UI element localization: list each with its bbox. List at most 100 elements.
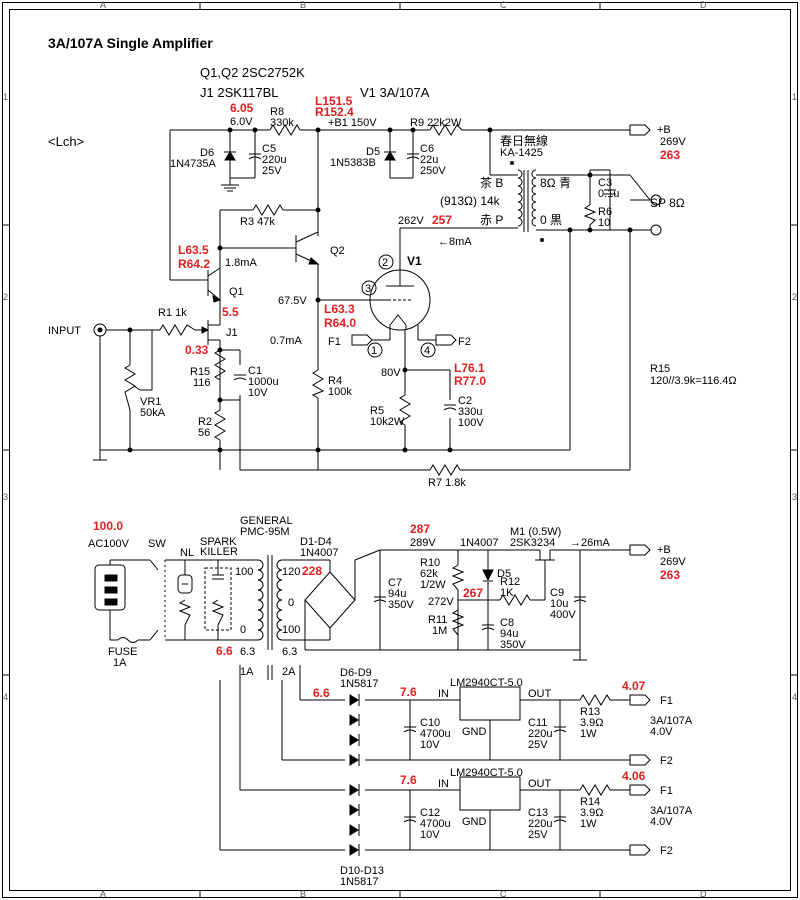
psu-wiring	[94, 549, 630, 851]
label-d10d13: D10-D13	[340, 865, 384, 877]
capacitor-c6	[406, 148, 420, 160]
meas-grid-l: L63.3	[324, 302, 355, 316]
resistor-r15	[214, 349, 226, 381]
label-c1-val2: 10V	[248, 387, 268, 399]
resistor-r14	[579, 784, 611, 796]
label-r2-val: 56	[198, 427, 210, 439]
amp-wiring	[93, 129, 651, 471]
meas-j1s: 0.33	[185, 343, 209, 357]
connector-plus-b-psu[interactable]	[629, 544, 651, 556]
psu-resistors	[451, 564, 611, 796]
label-c10: C10	[420, 717, 440, 729]
label-pin3: 3	[365, 283, 371, 295]
label-c1-val1: 1000u	[248, 376, 279, 388]
connector-f2-tube	[435, 334, 457, 346]
meas-b1-l: L151.5	[315, 94, 353, 108]
label-pt-100: 100	[235, 566, 253, 578]
meas-cath-r: R77.0	[454, 374, 486, 388]
label-c8-val2: 350V	[500, 639, 526, 651]
label-d1d4: D1-D4	[300, 536, 332, 548]
label-pt-name2: PMC-95M	[240, 526, 290, 538]
resistor-r6	[583, 204, 597, 226]
label-heater-2: 3A/107A	[650, 805, 693, 817]
label-v-plate: 262V	[398, 215, 424, 227]
label-c6-val1: 22u	[420, 154, 438, 166]
resistor-r13	[579, 694, 611, 706]
amp-resistors	[124, 124, 597, 476]
label-c10-val2: 10V	[420, 739, 440, 751]
label-pt-0s: 0	[288, 597, 294, 609]
resistor-r5	[399, 394, 411, 426]
label-r11-val: 1M	[432, 625, 447, 637]
label-heater-v-2: 4.0V	[650, 816, 673, 828]
label-v-q2e: 67.5V	[278, 295, 307, 307]
grid-row-3-right: 3	[792, 492, 797, 502]
sp-terminal-minus[interactable]	[650, 224, 662, 236]
label-reg1-out: OUT	[528, 688, 552, 700]
label-vr1: VR1	[140, 396, 161, 408]
label-r13-val1: 3.9Ω	[580, 717, 604, 729]
jfet-header: J1 2SK117BL	[200, 85, 279, 100]
label-r13: R13	[580, 706, 600, 718]
resistor-r3	[252, 204, 284, 216]
meas-plate: 257	[432, 213, 452, 227]
grid-row-1: 1	[3, 92, 8, 102]
label-r15-fb-val: 120//3.9k=116.4Ω	[650, 375, 737, 387]
label-r12: R12	[500, 576, 520, 588]
label-pin4: 4	[424, 345, 430, 357]
label-v-mid: 272V	[428, 596, 454, 608]
connector-plus-b-amp[interactable]	[629, 124, 651, 136]
label-q2: Q2	[330, 245, 345, 257]
meas-mid: 267	[463, 586, 483, 600]
meas-q2b-l: L63.5	[178, 243, 209, 257]
grid-col-d: D	[700, 0, 707, 10]
label-reg2-out: OUT	[528, 778, 552, 790]
meas-pt-sec: 228	[302, 564, 322, 578]
label-i-out: →26mA	[570, 537, 610, 549]
input-jack[interactable]	[93, 323, 107, 337]
meas-b1-r: R152.4	[315, 105, 354, 119]
label-c2-val1: 330u	[458, 406, 482, 418]
connector-f1-reg2[interactable]	[629, 784, 651, 796]
resistor-r8	[269, 124, 301, 136]
label-r15-fb: R15	[650, 363, 670, 375]
label-r10-val1: 62k	[420, 568, 438, 580]
label-r4: R4	[328, 375, 342, 387]
grid-row-1-right: 1	[792, 92, 797, 102]
label-heater-v-1: 4.0V	[650, 726, 673, 738]
meas-reg1-in: 7.6	[400, 685, 417, 699]
label-d5-label: D5	[497, 568, 511, 580]
label-c2: C2	[458, 395, 472, 407]
label-tp-b: 茶 B	[480, 175, 503, 190]
transistor-header: Q1,Q2 2SC2752K	[200, 65, 305, 80]
label-r2: R2	[198, 416, 212, 428]
connector-f1-reg1[interactable]	[629, 694, 651, 706]
label-c5: C5	[262, 143, 276, 155]
label-r5-val: 10k2W	[370, 416, 405, 428]
label-m1: M1 (0.5W)	[510, 526, 561, 538]
label-c9: C9	[550, 587, 564, 599]
label-c12-val1: 4700u	[420, 818, 451, 830]
connector-f2-reg2[interactable]	[629, 844, 651, 856]
grid-row-2: 2	[3, 292, 8, 302]
meas-j1d: 5.5	[222, 305, 239, 319]
resistor-r10	[451, 564, 465, 591]
label-fuse-val: 1A	[113, 657, 127, 669]
sp-terminal-plus[interactable]	[650, 194, 662, 206]
label-pin2: 2	[382, 257, 388, 269]
label-r1: R1 1k	[158, 307, 187, 319]
pin3-marker	[361, 280, 377, 296]
label-tp-p: 赤 P	[480, 213, 503, 227]
jfet-j1	[201, 318, 221, 350]
connector-f2-reg1[interactable]	[629, 754, 651, 766]
grid-col-a-bottom: A	[100, 889, 106, 899]
label-ac: AC100V	[88, 538, 130, 550]
pin1-marker	[367, 342, 383, 358]
label-r8-val: 330k	[270, 117, 294, 129]
regulator-2	[459, 776, 521, 811]
meas-reg2-out: 4.06	[622, 769, 646, 783]
label-sp: SP 8Ω	[650, 196, 685, 210]
label-r15-val: 116	[193, 377, 211, 389]
tube-header: V1 3A/107A	[360, 85, 430, 100]
label-ts-8: 8Ω 青	[540, 176, 571, 190]
